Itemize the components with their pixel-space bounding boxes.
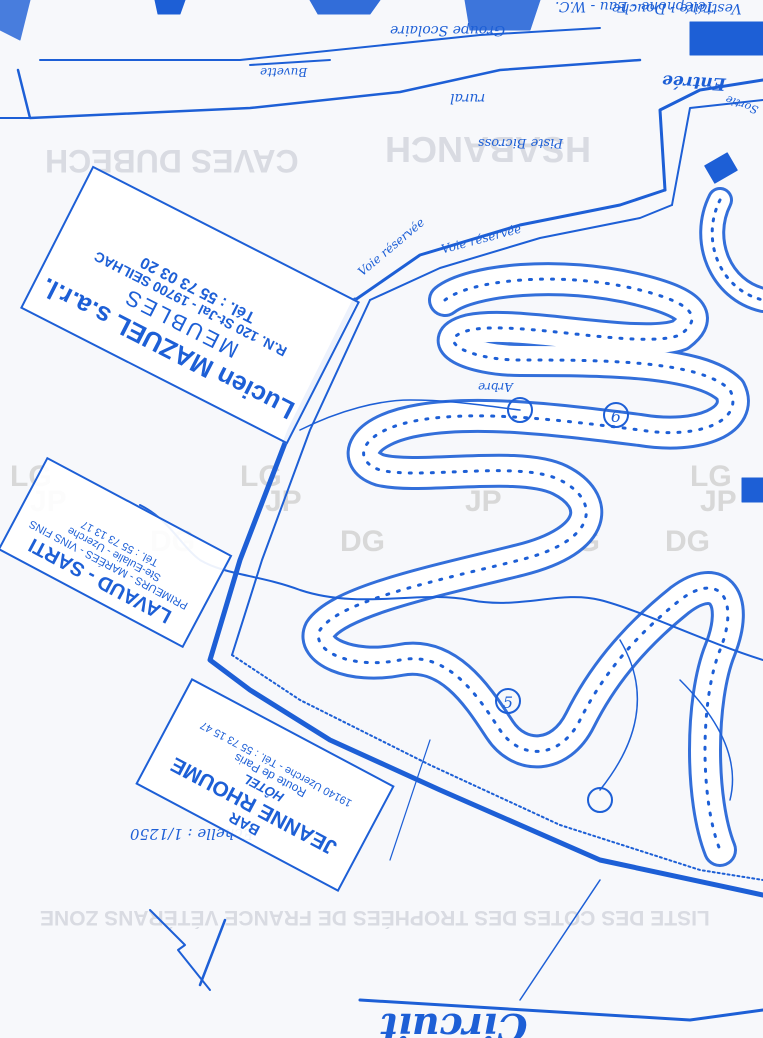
watermark-lg-4: LG [690, 460, 732, 493]
label-buvette: Buvette [260, 65, 308, 79]
label-entree: Entrée [661, 70, 727, 94]
label-piste-bicross: Piste Bicross [478, 135, 564, 150]
watermark-jp-4: JP [700, 485, 737, 518]
label-rural: rural [450, 90, 486, 106]
label-telephone: Téléphone - Eau - W.C. [555, 0, 714, 14]
marker-5: 5 [495, 688, 521, 714]
watermark-dg-4: DG [665, 525, 710, 558]
marker-6: 6 [603, 402, 629, 428]
label-groupe-scolaire: Groupe Scolaire [390, 22, 506, 38]
label-circuit: Circuit [380, 1005, 528, 1038]
watermark-dg-2: DG [340, 525, 385, 558]
watermark-jp-3: JP [465, 485, 502, 518]
label-arbre: Arbre [478, 380, 513, 394]
